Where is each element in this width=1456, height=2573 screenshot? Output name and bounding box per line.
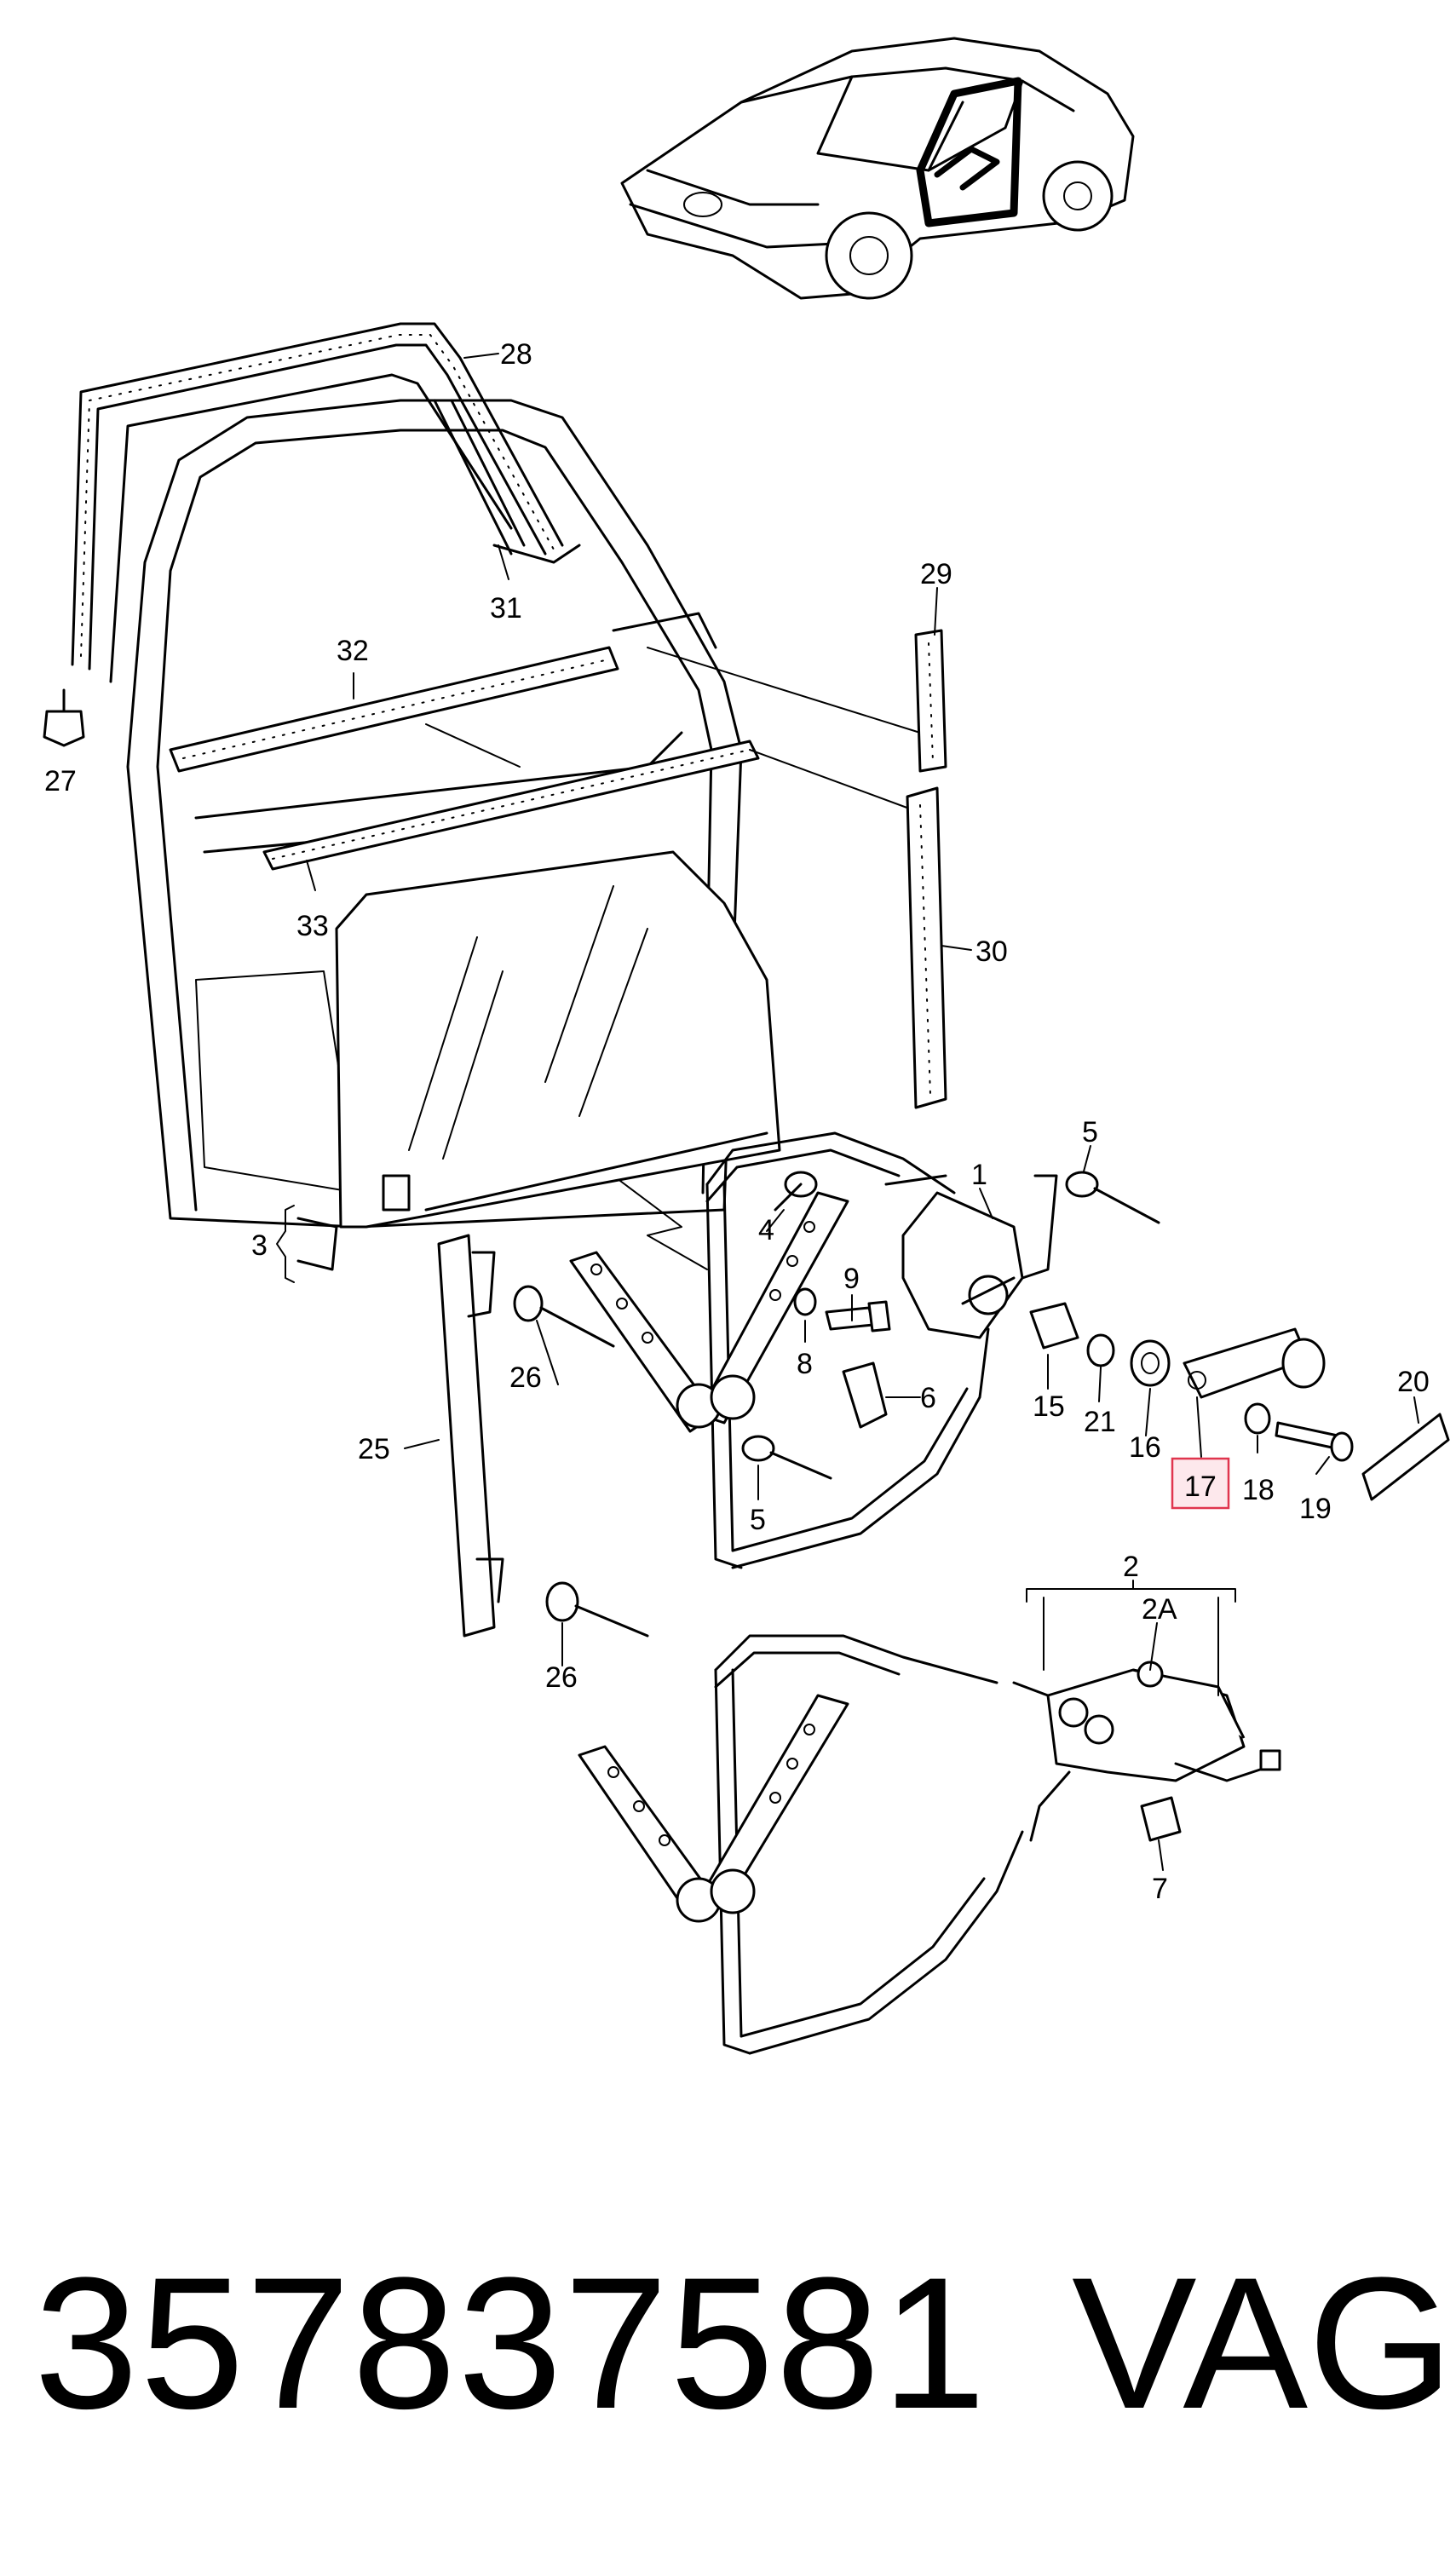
clip-27 (43, 688, 85, 747)
screw-19 (1275, 1421, 1354, 1462)
callout-30: 30 (975, 935, 1008, 968)
waist-seal-32 (169, 646, 619, 773)
washer-18 (1244, 1402, 1271, 1435)
callout-31: 31 (490, 592, 522, 625)
motor-2a (1012, 1661, 1281, 1842)
bracket-3 (276, 1205, 295, 1283)
callout-32: 32 (337, 635, 369, 667)
washer-8 (793, 1287, 817, 1316)
waist-seal-33 (262, 740, 760, 871)
channel-29 (914, 629, 947, 773)
callout-2a: 2A (1142, 1593, 1177, 1626)
leader-lines (425, 647, 921, 1270)
regulator-electric (578, 1634, 1024, 2055)
callout-25: 25 (358, 1433, 390, 1465)
bush-21 (1086, 1333, 1115, 1367)
screw-5-lower (741, 1435, 832, 1480)
callout-26-upper: 26 (509, 1361, 542, 1394)
cover-20 (1361, 1413, 1450, 1501)
part-number: 357837581 (34, 2238, 988, 2448)
callout-18: 18 (1242, 1474, 1275, 1506)
bracket-2 (1026, 1588, 1236, 1696)
callout-2: 2 (1123, 1551, 1139, 1583)
callout-19: 19 (1299, 1493, 1332, 1525)
callout-8: 8 (797, 1348, 813, 1380)
callout-15: 15 (1033, 1390, 1065, 1423)
screw-26-lower (545, 1581, 649, 1638)
clip-7 (1140, 1796, 1182, 1842)
callout-21: 21 (1084, 1406, 1116, 1438)
screw-4 (774, 1171, 818, 1212)
crank-handle-17 (1183, 1327, 1326, 1399)
callout-5-upper: 5 (1082, 1116, 1098, 1148)
channel-30 (906, 786, 947, 1109)
callout-7: 7 (1152, 1873, 1168, 1905)
callout-16: 16 (1129, 1431, 1161, 1464)
callout-labels: 28 31 29 32 27 33 30 5 1 4 3 9 8 26 6 15… (44, 338, 1430, 1905)
door-glass (296, 850, 781, 1271)
callout-28: 28 (500, 338, 532, 371)
brand-label: VAG (1072, 2238, 1454, 2448)
run-channel-25 (437, 1234, 504, 1638)
screw-26-upper (513, 1285, 615, 1348)
callout-1: 1 (971, 1159, 987, 1191)
callout-29: 29 (920, 558, 952, 590)
callout-17-highlight (1171, 1457, 1230, 1510)
crank-housing-1 (901, 1174, 1058, 1339)
callout-4: 4 (758, 1214, 774, 1246)
regulator-manual (569, 1131, 990, 1569)
car-thumbnail (620, 37, 1135, 300)
callout-20: 20 (1397, 1366, 1430, 1398)
block-15 (1029, 1302, 1079, 1350)
callout-9: 9 (843, 1263, 860, 1295)
callout-26-lower: 26 (545, 1661, 578, 1694)
callout-5-lower: 5 (750, 1504, 766, 1536)
bolt-9 (825, 1300, 891, 1333)
callout-27: 27 (44, 765, 77, 797)
inner-seal-31 (433, 399, 526, 555)
clip-6 (842, 1361, 888, 1429)
callout-33: 33 (296, 910, 329, 942)
ring-16 (1130, 1339, 1171, 1387)
callout-6: 6 (920, 1382, 936, 1414)
callout-17: 17 (1184, 1471, 1217, 1503)
callout-leaders (306, 353, 1419, 1871)
screw-5-upper (1065, 1171, 1160, 1224)
callout-3: 3 (251, 1229, 268, 1262)
